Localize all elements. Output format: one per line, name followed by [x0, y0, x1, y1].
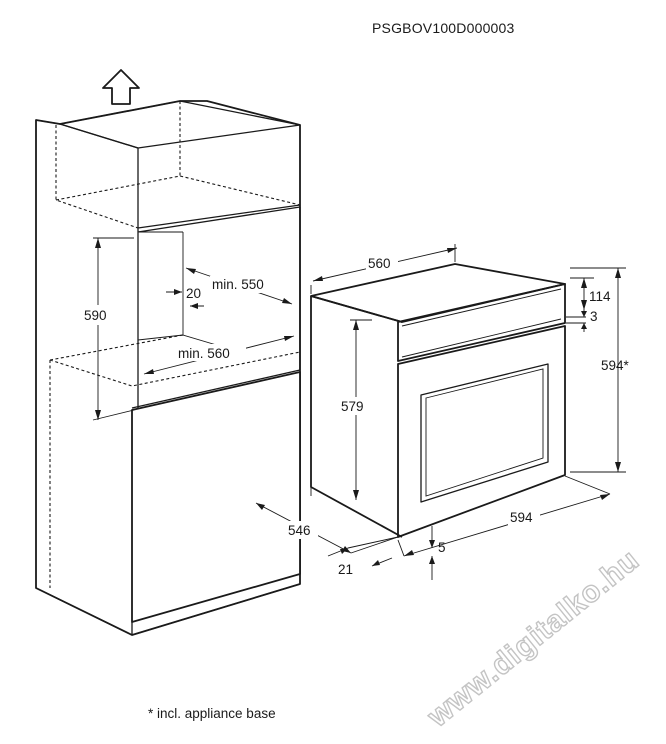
oven-door: [397, 325, 566, 538]
oven-depth-label: 546: [288, 523, 311, 538]
oven-niche: [137, 206, 301, 408]
oven-side: [310, 295, 403, 538]
kitchen-cabinet: [35, 100, 301, 636]
ventilation-up-arrow-icon: [102, 69, 140, 105]
niche-width-label: min. 560: [178, 346, 230, 361]
bottom-gap-label: 5: [438, 540, 446, 555]
oven-window-inner: [425, 368, 544, 497]
front-width-label: 594: [510, 510, 533, 525]
cabinet-top-box: [59, 100, 301, 149]
cabinet-dimensions: 590 min. 550 20 min. 560: [84, 237, 295, 421]
watermark: www.digitalko.hu: [421, 543, 646, 734]
control-panel-height-label: 114: [589, 289, 611, 304]
front-height-label: 594*: [601, 358, 630, 373]
built-in-oven: [310, 263, 566, 538]
oven-window: [420, 363, 549, 503]
cabinet-top-hidden-edges: [55, 101, 301, 229]
control-panel-bevel: [401, 288, 562, 358]
lower-cabinet-door: [131, 371, 301, 623]
oven-dimensions: 560 579 546 21 594 5 594* 114: [255, 244, 630, 580]
lower-cabinet-edge: [131, 369, 301, 409]
cabinet-plinth: [35, 583, 301, 636]
oven-top-width-label: 560: [368, 256, 391, 271]
document-code: PSGBOV100D000003: [372, 20, 515, 36]
niche-depth-label: min. 550: [212, 277, 264, 292]
niche-floor-hidden-edges: [49, 334, 301, 588]
front-offset-label: 21: [338, 562, 353, 577]
oven-height-label: 579: [341, 399, 364, 414]
panel-offset-label: 3: [590, 309, 598, 324]
niche-height-label: 590: [84, 308, 107, 323]
ventilation-gap-label: 20: [186, 286, 201, 301]
control-panel: [397, 283, 566, 362]
footnote: * incl. appliance base: [148, 706, 276, 721]
